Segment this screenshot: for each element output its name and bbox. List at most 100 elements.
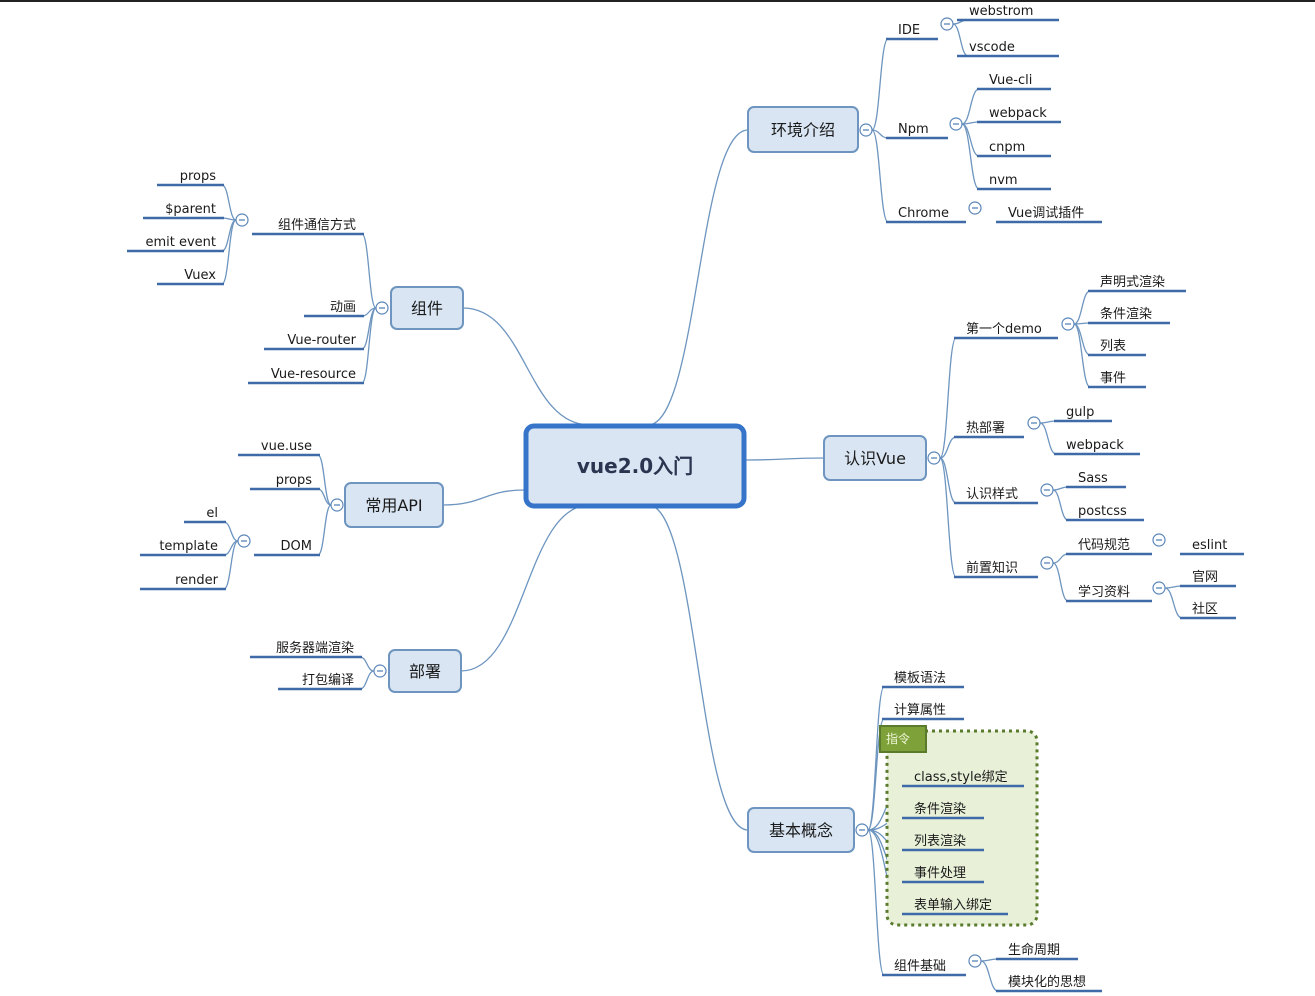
deploy-item-0[interactable]: 服务器端渲染 <box>250 640 362 659</box>
root-topic[interactable]: vue2.0入门 <box>523 423 747 509</box>
pre-learn-label: 学习资料 <box>1078 584 1130 600</box>
hot-collapse-icon[interactable] <box>1027 416 1041 430</box>
env-chrome[interactable]: Chrome <box>886 206 966 224</box>
deploy-item-1[interactable]: 打包编译 <box>278 673 362 691</box>
demo-collapse-icon[interactable] <box>1061 317 1075 331</box>
style-child-1[interactable]: postcss <box>1066 504 1144 522</box>
know-demo[interactable]: 第一个demo <box>954 322 1058 340</box>
basic-item-0[interactable]: 模板语法 <box>882 671 964 689</box>
directive-4[interactable]: 表单输入绑定 <box>902 897 1008 916</box>
comp-topic[interactable]: 组件 <box>390 286 464 330</box>
chrome-child-0[interactable]: Vue调试插件 <box>996 206 1102 224</box>
ide-child-1[interactable]: vscode <box>957 40 1059 58</box>
env-ide[interactable]: IDE <box>886 23 938 41</box>
deploy-collapse-icon[interactable] <box>373 664 387 678</box>
know-hot[interactable]: 热部署 <box>954 421 1024 439</box>
comp-item-1-label: Vue-router <box>287 333 356 348</box>
directive-1[interactable]: 条件渲染 <box>902 801 984 820</box>
comp-item-2[interactable]: Vue-resource <box>248 367 364 385</box>
know-topic[interactable]: 认识Vue <box>823 435 927 481</box>
pre-code[interactable]: 代码规范 <box>1066 538 1152 556</box>
comm-child-1-label: $parent <box>165 202 216 217</box>
style-child-0[interactable]: Sass <box>1066 471 1126 489</box>
ide-collapse-icon[interactable] <box>940 17 954 31</box>
npm-child-1[interactable]: webpack <box>977 106 1061 124</box>
basic-comp-collapse-icon[interactable] <box>968 954 982 968</box>
directive-3[interactable]: 事件处理 <box>902 866 984 884</box>
chrome-child-0-label: Vue调试插件 <box>1008 206 1084 221</box>
demo-child-1[interactable]: 条件渲染 <box>1088 306 1170 325</box>
dom-child-0[interactable]: el <box>184 506 226 524</box>
demo-child-3[interactable]: 事件 <box>1088 371 1146 389</box>
comm-child-2[interactable]: emit event <box>127 235 224 253</box>
learn-child-1[interactable]: 社区 <box>1180 601 1236 620</box>
npm-child-3[interactable]: nvm <box>977 173 1051 191</box>
npm-child-0-label: Vue-cli <box>989 73 1032 88</box>
chrome-collapse-icon[interactable] <box>968 201 982 215</box>
code-collapse-icon[interactable] <box>1152 533 1166 547</box>
connector-line <box>1039 420 1057 424</box>
learn-child-1-label: 社区 <box>1192 601 1218 617</box>
pre-learn[interactable]: 学习资料 <box>1066 584 1152 603</box>
directive-0[interactable]: class,style绑定 <box>902 770 1024 788</box>
basic-collapse-icon[interactable] <box>855 823 869 837</box>
comp-comm[interactable]: 组件通信方式 <box>252 217 364 236</box>
api-item-1[interactable]: props <box>250 473 320 491</box>
comp-item-1[interactable]: Vue-router <box>264 333 364 351</box>
connector-line <box>223 521 239 542</box>
env-collapse-icon[interactable] <box>859 123 873 137</box>
env-topic[interactable]: 环境介绍 <box>747 106 859 153</box>
basic-comp[interactable]: 组件基础 <box>882 959 966 977</box>
comp-collapse-icon[interactable] <box>375 301 389 315</box>
directive-2[interactable]: 列表渲染 <box>902 834 984 852</box>
directive-group-box <box>885 729 1039 927</box>
know-collapse-icon[interactable] <box>927 451 941 465</box>
api-collapse-icon[interactable] <box>330 498 344 512</box>
npm-child-0[interactable]: Vue-cli <box>977 73 1051 91</box>
connector-line <box>361 307 377 384</box>
directive-3-label: 事件处理 <box>914 866 966 881</box>
npm-collapse-icon[interactable] <box>949 117 963 131</box>
deploy-topic[interactable]: 部署 <box>388 649 462 693</box>
know-pre[interactable]: 前置知识 <box>954 560 1038 579</box>
basic-topic[interactable]: 基本概念 <box>747 807 855 853</box>
demo-child-0[interactable]: 声明式渲染 <box>1088 275 1186 293</box>
connector-line <box>1164 587 1183 619</box>
dom-child-1[interactable]: template <box>140 539 226 557</box>
learn-collapse-icon[interactable] <box>1152 581 1166 595</box>
know-pre-label: 前置知识 <box>966 560 1018 576</box>
pre-collapse-icon[interactable] <box>1040 556 1054 570</box>
comm-child-3[interactable]: Vuex <box>157 268 224 286</box>
connector-line <box>867 686 885 831</box>
deploy-topic-box <box>388 649 462 693</box>
comm-child-1[interactable]: $parent <box>143 202 224 220</box>
comp-item-0[interactable]: 动画 <box>304 300 364 318</box>
connector-line <box>221 184 237 221</box>
api-dom[interactable]: DOM <box>254 539 320 557</box>
basic-comp-child-1[interactable]: 模块化的思想 <box>996 974 1102 993</box>
npm-child-1-label: webpack <box>989 106 1047 121</box>
learn-child-0[interactable]: 官网 <box>1180 569 1236 588</box>
basic-item-1[interactable]: 计算属性 <box>882 703 964 721</box>
dom-collapse-icon[interactable] <box>237 534 251 548</box>
demo-child-1-label: 条件渲染 <box>1100 306 1152 322</box>
dom-child-2[interactable]: render <box>140 573 226 591</box>
know-style[interactable]: 认识样式 <box>954 487 1038 505</box>
comm-child-0[interactable]: props <box>157 169 224 187</box>
connector-line <box>961 88 980 125</box>
hot-child-0[interactable]: gulp <box>1054 405 1112 423</box>
npm-child-2[interactable]: cnpm <box>977 140 1051 158</box>
code-child-0[interactable]: eslint <box>1180 538 1244 556</box>
hot-child-1[interactable]: webpack <box>1054 438 1140 456</box>
connector-line <box>1073 290 1091 325</box>
demo-child-2[interactable]: 列表 <box>1088 339 1146 357</box>
style-collapse-icon[interactable] <box>1040 483 1054 497</box>
comm-collapse-icon[interactable] <box>235 213 249 227</box>
api-item-0[interactable]: vue.use <box>238 439 320 457</box>
ide-child-0[interactable]: webstrom <box>957 4 1059 22</box>
directive-tag[interactable]: 指令 <box>879 725 927 753</box>
basic-comp-child-0[interactable]: 生命周期 <box>996 942 1078 961</box>
env-npm[interactable]: Npm <box>886 122 948 140</box>
api-topic[interactable]: 常用API <box>344 482 444 528</box>
